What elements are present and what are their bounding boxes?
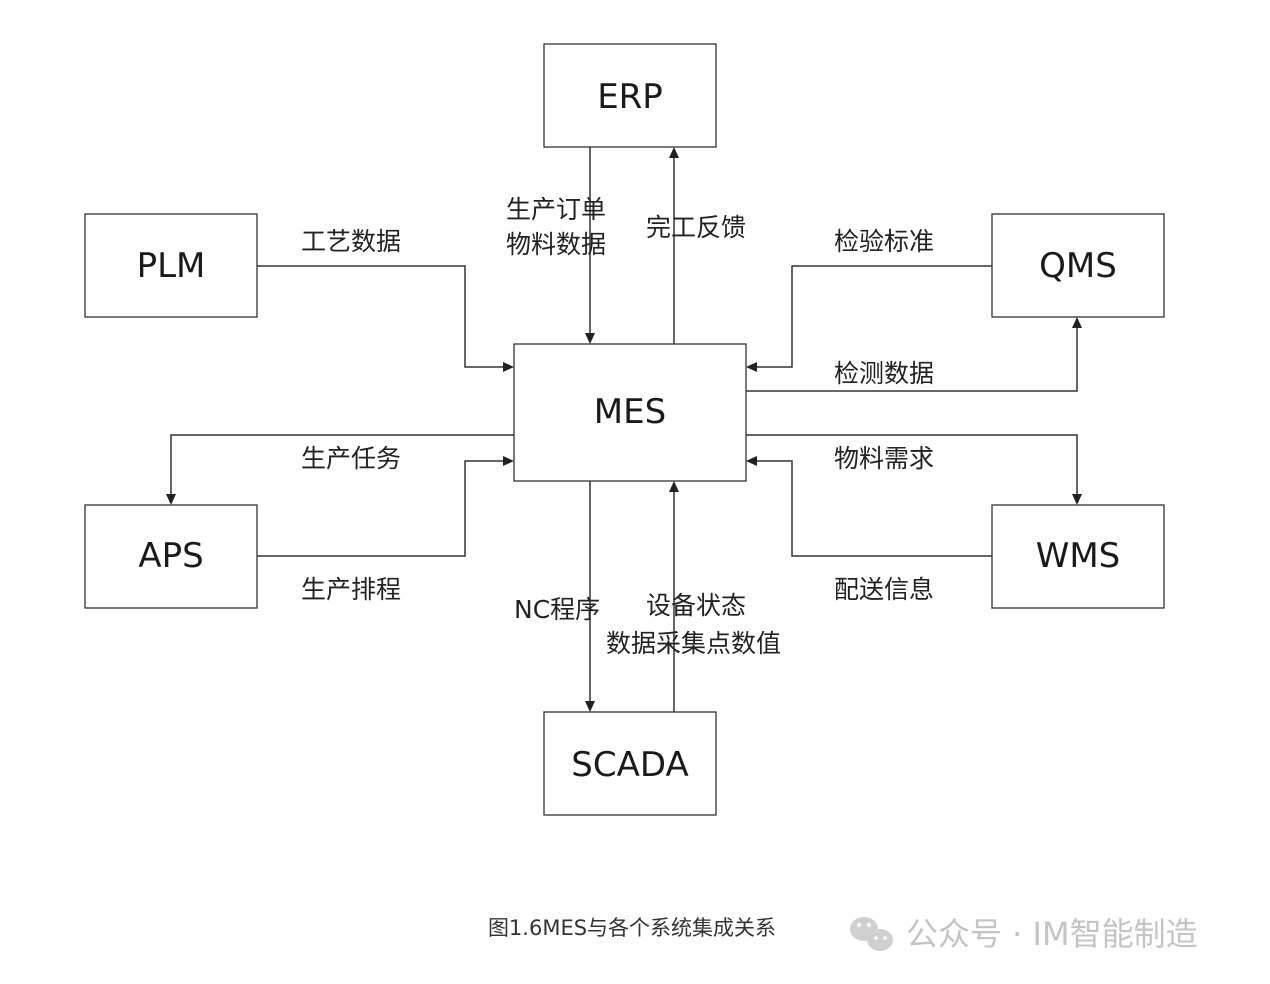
connector-plm-to-mes xyxy=(257,265,503,368)
edge-label-plm-to-mes: 工艺数据 xyxy=(301,227,401,256)
arrowhead-plm-to-mes xyxy=(503,362,514,372)
connector-qms-to-mes xyxy=(757,265,992,368)
node-qms: QMS xyxy=(991,213,1165,318)
edge-label-erp-to-mes-line1: 生产订单 xyxy=(506,195,606,224)
arrowhead-mes-to-qms xyxy=(1072,317,1082,328)
connector-mes-to-aps xyxy=(170,434,514,494)
arrowhead-aps-to-mes xyxy=(503,456,514,466)
arrowhead-mes-to-erp xyxy=(669,147,679,158)
edge-label-scada-to-mes-line1: 设备状态 xyxy=(646,591,746,620)
edge-label-wms-to-mes: 配送信息 xyxy=(834,575,934,604)
node-plm: PLM xyxy=(84,213,258,318)
node-plm-label: PLM xyxy=(137,246,206,286)
node-aps-label: APS xyxy=(138,536,203,576)
arrowhead-wms-to-mes xyxy=(746,456,757,466)
node-qms-label: QMS xyxy=(1039,246,1117,286)
edge-label-mes-to-erp: 完工反馈 xyxy=(646,213,746,242)
wechat-icon xyxy=(850,917,893,951)
edge-label-mes-to-wms: 物料需求 xyxy=(834,444,934,473)
arrowhead-scada-to-mes xyxy=(669,481,679,492)
node-aps: APS xyxy=(84,504,258,609)
edge-label-erp-to-mes-line2: 物料数据 xyxy=(506,230,606,259)
arrowhead-mes-to-scada xyxy=(585,701,595,712)
connector-wms-to-mes xyxy=(757,460,992,557)
edge-label-mes-to-scada: NC程序 xyxy=(514,595,600,624)
edge-label-scada-to-mes-line2: 数据采集点数值 xyxy=(606,629,781,658)
node-scada: SCADA xyxy=(543,711,717,816)
connector-aps-to-mes xyxy=(257,460,503,557)
watermark-text: 公众号 · IM智能制造 xyxy=(906,915,1198,953)
arrowhead-erp-to-mes xyxy=(585,333,595,344)
arrowhead-mes-to-aps xyxy=(166,494,176,505)
edge-label-mes-to-qms: 检测数据 xyxy=(834,359,934,388)
connector-mes-to-qms xyxy=(746,328,1078,392)
node-mes-label: MES xyxy=(594,392,666,432)
connectors xyxy=(166,147,1082,712)
node-wms-label: WMS xyxy=(1036,536,1121,576)
edge-label-aps-to-mes: 生产排程 xyxy=(301,575,401,604)
edge-label-qms-to-mes: 检验标准 xyxy=(834,227,934,256)
node-scada-label: SCADA xyxy=(571,745,688,785)
arrowhead-qms-to-mes xyxy=(746,362,757,372)
node-erp: ERP xyxy=(543,43,717,148)
edge-labels: 生产订单 物料数据 完工反馈 工艺数据 检验标准 检测数据 生产任务 生产排程 … xyxy=(301,195,934,658)
figure-caption: 图1.6MES与各个系统集成关系 xyxy=(488,916,776,940)
connector-mes-to-wms xyxy=(746,434,1078,494)
node-erp-label: ERP xyxy=(597,77,663,117)
watermark: 公众号 · IM智能制造 xyxy=(850,915,1198,953)
arrowhead-mes-to-wms xyxy=(1072,494,1082,505)
node-wms: WMS xyxy=(991,504,1165,609)
node-mes: MES xyxy=(513,343,747,482)
edge-label-mes-to-aps: 生产任务 xyxy=(301,444,401,473)
